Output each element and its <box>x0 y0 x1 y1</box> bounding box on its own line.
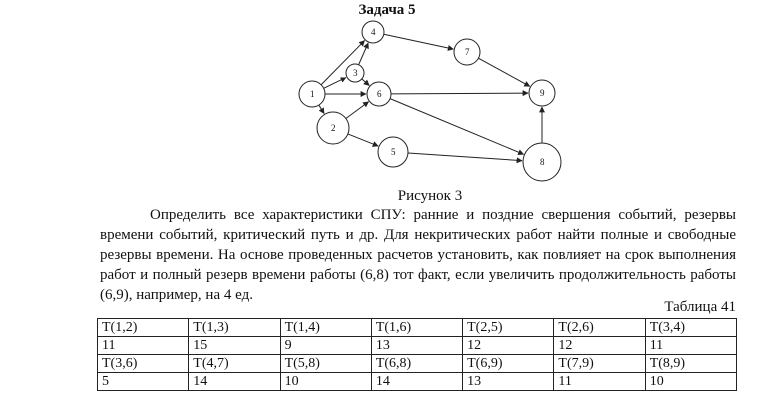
node-label: 4 <box>371 27 376 37</box>
node-1: 1 <box>298 80 326 108</box>
table-cell: 10 <box>279 372 372 391</box>
table-cell: 14 <box>188 372 281 391</box>
table-cell: 10 <box>644 372 738 391</box>
node-label: 2 <box>331 123 336 133</box>
table-cell: 13 <box>462 372 555 391</box>
table-cell: 12 <box>462 336 555 355</box>
edge-6-8 <box>389 98 525 155</box>
table-cell: 11 <box>553 372 646 391</box>
node-label: 7 <box>465 47 470 57</box>
figure-caption: Рисунок 3 <box>397 188 463 204</box>
table-cell: T(5,8) <box>279 354 372 373</box>
node-label: 3 <box>353 68 358 78</box>
edge-1-3 <box>323 76 347 89</box>
table-cell: T(1,6) <box>370 318 464 337</box>
table-row: T(3,6)T(4,7)T(5,8)T(6,8)T(6,9)T(7,9)T(8,… <box>96 354 738 373</box>
table-cell: T(1,4) <box>279 318 372 337</box>
node-5: 5 <box>377 136 409 168</box>
node-2: 2 <box>316 111 350 145</box>
edge-2-6 <box>345 101 370 119</box>
node-label: 8 <box>540 157 545 167</box>
table-cell: T(6,9) <box>462 354 555 373</box>
table-label: Таблица 41 <box>664 299 736 315</box>
table-cell: T(1,2) <box>96 318 190 337</box>
table-cell: T(6,8) <box>370 354 464 373</box>
table-cell: 13 <box>370 336 464 355</box>
task-title: Задача 5 <box>358 2 416 18</box>
table-cell: T(2,6) <box>553 318 646 337</box>
table-cell: T(1,3) <box>188 318 281 337</box>
node-label: 9 <box>540 88 545 98</box>
node-7: 7 <box>453 38 481 66</box>
network-graph: 1 2 3 4 5 6 7 8 9 <box>298 20 562 182</box>
node-3: 3 <box>345 63 365 83</box>
edge-4-7 <box>383 33 454 51</box>
table-cell: T(7,9) <box>553 354 646 373</box>
table-cell: 12 <box>553 336 646 355</box>
table-cell: 11 <box>96 336 190 355</box>
node-4: 4 <box>361 20 385 44</box>
edge-5-8 <box>407 152 523 164</box>
node-6: 6 <box>366 81 392 107</box>
edge-1-4 <box>320 40 366 86</box>
edge-7-9 <box>478 57 531 87</box>
table-cell: 14 <box>370 372 464 391</box>
table-cell: T(3,6) <box>96 354 190 373</box>
node-label: 6 <box>377 89 382 99</box>
node-label: 1 <box>310 89 315 99</box>
table-cell: T(2,5) <box>462 318 555 337</box>
edge-1-2 <box>318 104 325 115</box>
edge-3-4 <box>358 42 369 65</box>
durations-table: T(1,2)T(1,3)T(1,4)T(1,6)T(2,5)T(2,6)T(3,… <box>96 318 738 391</box>
node-9: 9 <box>528 79 556 107</box>
node-8: 8 <box>522 142 562 182</box>
table-cell: T(4,7) <box>188 354 281 373</box>
table-cell: 15 <box>188 336 281 355</box>
edge-2-5 <box>347 133 379 147</box>
table-cell: T(8,9) <box>644 354 738 373</box>
table-cell: T(3,4) <box>644 318 738 337</box>
table-cell: 9 <box>279 336 372 355</box>
table-cell: 11 <box>644 336 738 355</box>
table-cell: 5 <box>96 372 190 391</box>
edge-3-6 <box>361 78 370 86</box>
problem-text: Определить все характеристики СПУ: ранни… <box>100 207 736 303</box>
edge-6-9 <box>390 90 529 97</box>
node-label: 5 <box>391 147 396 157</box>
table-row: T(1,2)T(1,3)T(1,4)T(1,6)T(2,5)T(2,6)T(3,… <box>96 318 738 337</box>
